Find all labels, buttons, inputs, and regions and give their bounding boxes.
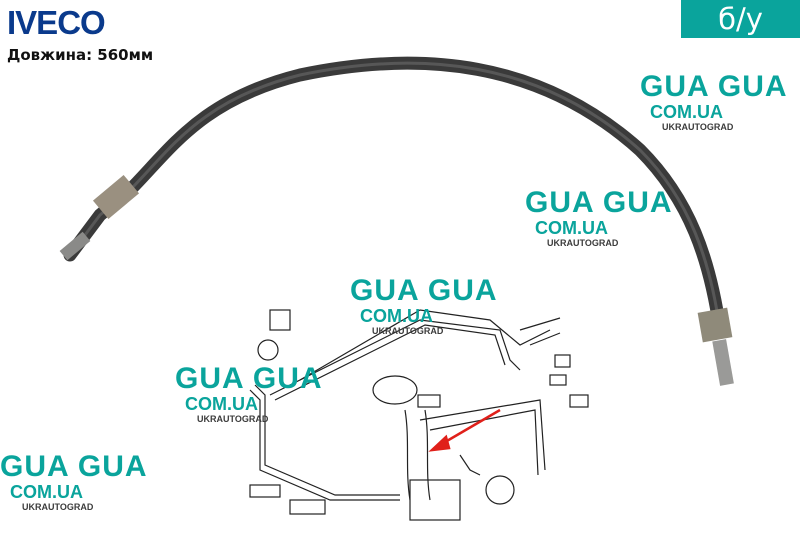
brand-logo: IVECO [7, 4, 106, 41]
condition-badge: б/у [681, 0, 800, 38]
brake-hose-photo [59, 56, 734, 386]
red-arrow [428, 408, 501, 452]
length-label: Довжина: 560мм [7, 46, 154, 64]
brake-system-diagram [249, 309, 589, 521]
